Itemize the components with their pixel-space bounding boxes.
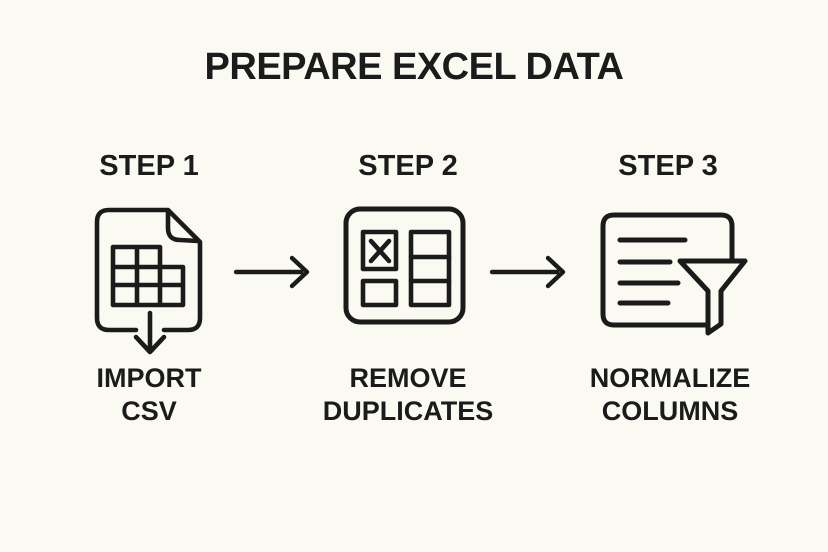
step3-caption: NORMALIZE COLUMNS xyxy=(550,362,790,428)
arrow-right-icon xyxy=(489,255,566,289)
document-outline xyxy=(600,212,735,328)
step2-caption: REMOVE DUPLICATES xyxy=(288,362,528,428)
step2-caption-line2: DUPLICATES xyxy=(322,396,494,426)
step1-caption-line2: CSV xyxy=(121,396,177,426)
document-filter-icon xyxy=(600,212,748,336)
page-title: PREPARE EXCEL DATA xyxy=(204,46,624,88)
step3-caption-line2: COLUMNS xyxy=(601,396,739,426)
text-lines xyxy=(617,237,688,306)
step2-heading: STEP 2 xyxy=(358,150,458,182)
card-outline xyxy=(343,206,466,325)
step3-caption-line1: NORMALIZE xyxy=(589,363,751,393)
table-grid xyxy=(110,244,186,308)
download-arrow-icon xyxy=(133,310,167,355)
step3-heading: STEP 3 xyxy=(618,150,718,182)
file-fold-corner xyxy=(165,208,201,244)
step1-heading: STEP 1 xyxy=(99,150,199,182)
small-cell xyxy=(360,278,399,308)
x-mark-icon xyxy=(368,238,392,264)
spreadsheet-file-import-icon xyxy=(94,207,203,355)
column-dividers xyxy=(408,254,452,284)
column-cells xyxy=(408,229,452,308)
file-outline xyxy=(94,207,203,333)
step1-caption: IMPORT CSV xyxy=(29,362,269,428)
funnel-icon xyxy=(677,258,748,336)
remove-duplicates-grid-icon xyxy=(343,206,466,325)
step2-caption-line1: REMOVE xyxy=(349,363,467,393)
duplicate-cell xyxy=(360,229,399,272)
arrow-right-icon xyxy=(233,255,310,289)
step1-caption-line1: IMPORT xyxy=(96,363,202,393)
